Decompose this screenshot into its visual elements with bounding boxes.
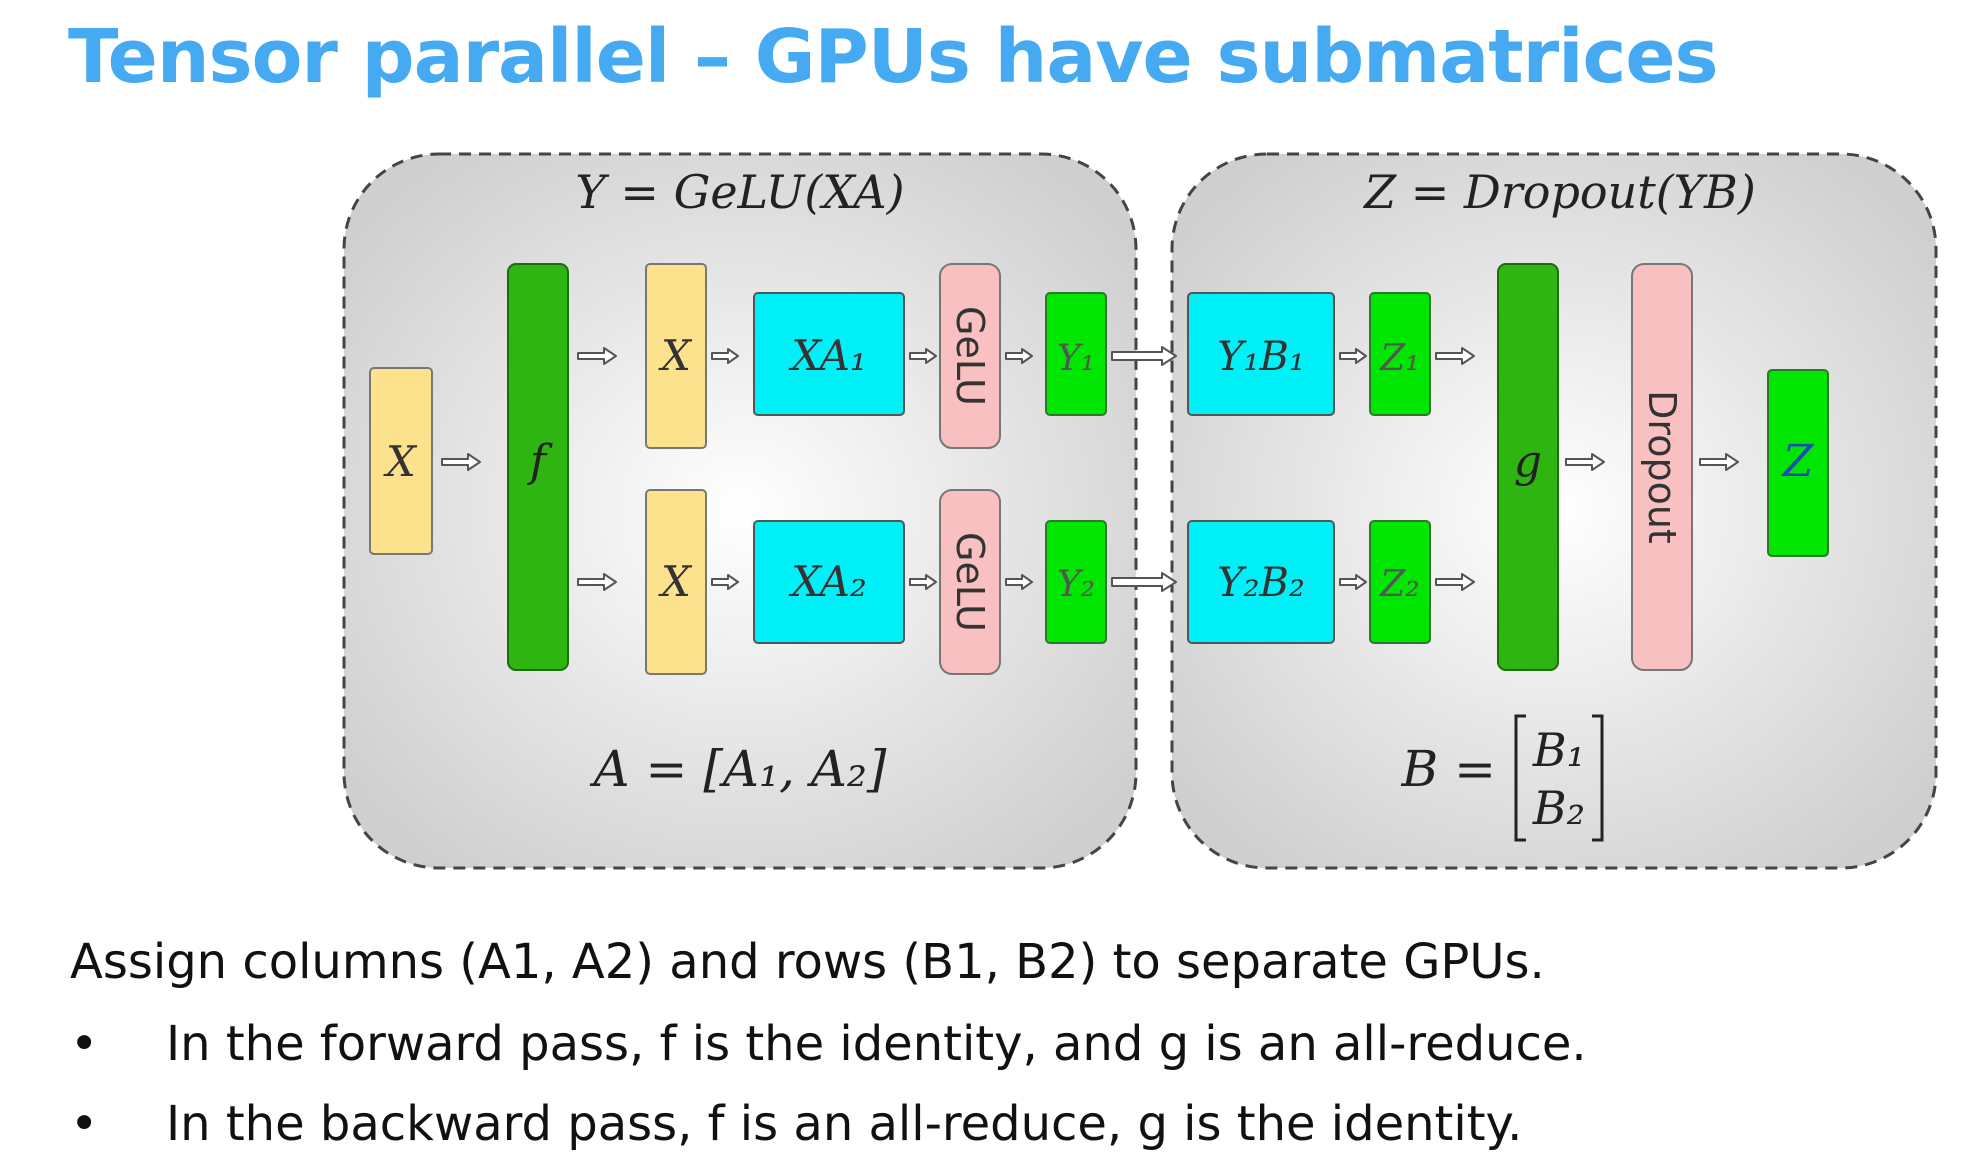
y1b1-label: Y₁B₁: [1217, 334, 1305, 380]
dropout-box: [1631, 263, 1693, 671]
z2-box: [1369, 520, 1431, 644]
x-top-label: X: [658, 331, 693, 380]
bullet-item: • In the backward pass, f is an all-reduc…: [70, 1096, 1522, 1152]
y2b2-label: Y₂B₂: [1217, 560, 1305, 606]
right-panel-footer-lhs: B =: [1400, 740, 1496, 798]
x-bottom-label: X: [658, 557, 693, 606]
gelu-top-label: GeLU: [948, 306, 992, 406]
f-box: [507, 263, 569, 671]
input-x-label: X: [383, 437, 418, 486]
left-panel-equation: Y = GeLU(XA): [575, 165, 904, 219]
left-panel-footer: A = [A₁, A₂]: [590, 740, 887, 798]
output-z-label: Z: [1781, 436, 1815, 487]
xa2-label: XA₂: [788, 557, 867, 606]
right-panel-equation: Z = Dropout(YB): [1362, 165, 1756, 219]
xa1-box: [753, 292, 905, 416]
bullet-item: • In the forward pass, f is the identity,…: [70, 1016, 1587, 1072]
y1b1-box: [1187, 292, 1335, 416]
y1-box: [1045, 292, 1107, 416]
gelu-bottom-box: [939, 489, 1001, 675]
y2b2-box: [1187, 520, 1335, 644]
z1-label: Z₁: [1379, 338, 1419, 379]
gelu-bottom-label: GeLU: [948, 532, 992, 632]
slide-title: Tensor parallel – GPUs have submatrices: [68, 14, 1719, 100]
bullet-icon: •: [70, 1096, 99, 1152]
g-box: [1497, 263, 1559, 671]
bullet-icon: •: [70, 1016, 99, 1072]
input-x-box: [369, 367, 433, 555]
bullet-text: In the forward pass, f is the identity, …: [166, 1016, 1587, 1072]
right-panel-footer-b2: B₂: [1532, 781, 1585, 835]
intro-text: Assign columns (A1, A2) and rows (B1, B2…: [70, 934, 1545, 990]
dropout-label: Dropout: [1640, 390, 1684, 544]
y2-label: Y₂: [1057, 564, 1095, 605]
xa1-label: XA₁: [788, 331, 867, 380]
right-panel-footer-b1: B₁: [1532, 723, 1585, 777]
xa2-box: [753, 520, 905, 644]
g-label: g: [1514, 436, 1542, 487]
gelu-top-box: [939, 263, 1001, 449]
z2-label: Z₂: [1379, 564, 1419, 605]
z1-box: [1369, 292, 1431, 416]
output-z-box: [1767, 369, 1829, 557]
tensor-parallel-diagram: Y = GeLU(XA) Z = Dropout(YB) X f X XA₁ G…: [342, 152, 1938, 870]
y2-box: [1045, 520, 1107, 644]
x-top-box: [645, 263, 707, 449]
x-bottom-box: [645, 489, 707, 675]
y1-label: Y₁: [1057, 338, 1095, 379]
bullet-text: In the backward pass, f is an all-reduce…: [166, 1096, 1523, 1152]
matrix-brackets: [1514, 714, 1604, 842]
